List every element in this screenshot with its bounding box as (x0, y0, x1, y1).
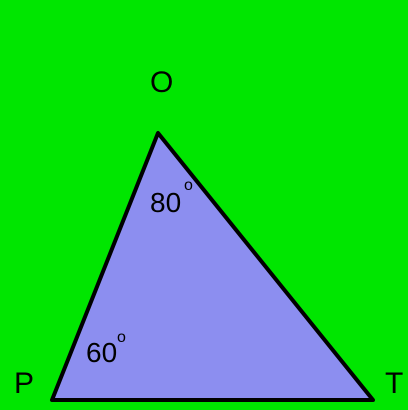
vertex-label-o: O (150, 66, 173, 99)
angle-o-degree-mark: o (184, 177, 193, 194)
angle-p-value: 60 (86, 337, 117, 368)
angle-p-degree-mark: o (117, 329, 126, 346)
triangle-opt (50, 131, 375, 402)
angle-o-value: 80 (150, 187, 181, 218)
vertex-label-p: P (14, 367, 34, 400)
vertex-label-t: T (385, 367, 403, 400)
